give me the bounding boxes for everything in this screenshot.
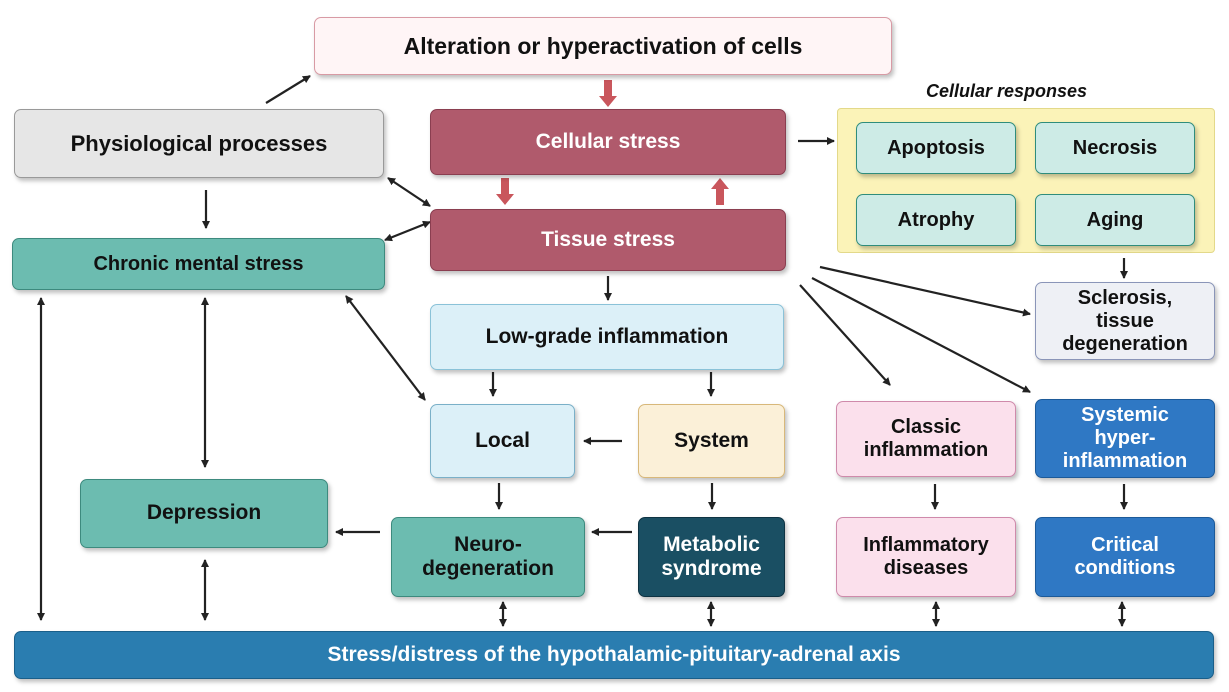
cellular-responses-label: Cellular responses [926, 81, 1088, 101]
physiological-processes-box: Physiological processes [14, 109, 384, 178]
red-arrow-cellstress-to-tissue [496, 178, 514, 205]
chronic-mental-stress-box: Chronic mental stress [12, 238, 385, 290]
atrophy-box: Atrophy [856, 194, 1016, 246]
inflammatory-diseases-box: Inflammatory diseases [836, 517, 1016, 597]
arrow-tissue-to-sclerosis [819, 265, 1031, 317]
classic-inflammation-box: Classic inflammation [836, 401, 1016, 477]
arrow-chronic-local [345, 295, 426, 401]
tissue-stress-box: Tissue stress [430, 209, 786, 271]
local-box: Local [430, 404, 575, 478]
red-arrow-alteration-to-cellstress [599, 80, 617, 107]
arrow-physio-tissue [387, 177, 431, 207]
arrow-tissue-to-systemic [811, 277, 1031, 393]
arrow-chronic-tissue [384, 220, 431, 242]
aging-box: Aging [1035, 194, 1195, 246]
sclerosis-box: Sclerosis, tissue degeneration [1035, 282, 1215, 360]
system-box: System [638, 404, 785, 478]
depression-box: Depression [80, 479, 328, 548]
alteration-box: Alteration or hyperactivation of cells [314, 17, 892, 75]
systemic-hyperinflammation-box: Systemic hyper- inflammation [1035, 399, 1215, 478]
neurodegeneration-box: Neuro- degeneration [391, 517, 585, 597]
arrow-tissue-to-classic [799, 284, 891, 386]
low-grade-inflammation-box: Low-grade inflammation [430, 304, 784, 370]
cellular-stress-box: Cellular stress [430, 109, 786, 175]
hpa-axis-bar: Stress/distress of the hypothalamic-pitu… [14, 631, 1214, 679]
metabolic-syndrome-box: Metabolic syndrome [638, 517, 785, 597]
critical-conditions-box: Critical conditions [1035, 517, 1215, 597]
necrosis-box: Necrosis [1035, 122, 1195, 174]
red-arrow-tissue-to-cellstress [711, 178, 729, 205]
arrow-physio-to-alteration [265, 75, 311, 104]
apoptosis-box: Apoptosis [856, 122, 1016, 174]
